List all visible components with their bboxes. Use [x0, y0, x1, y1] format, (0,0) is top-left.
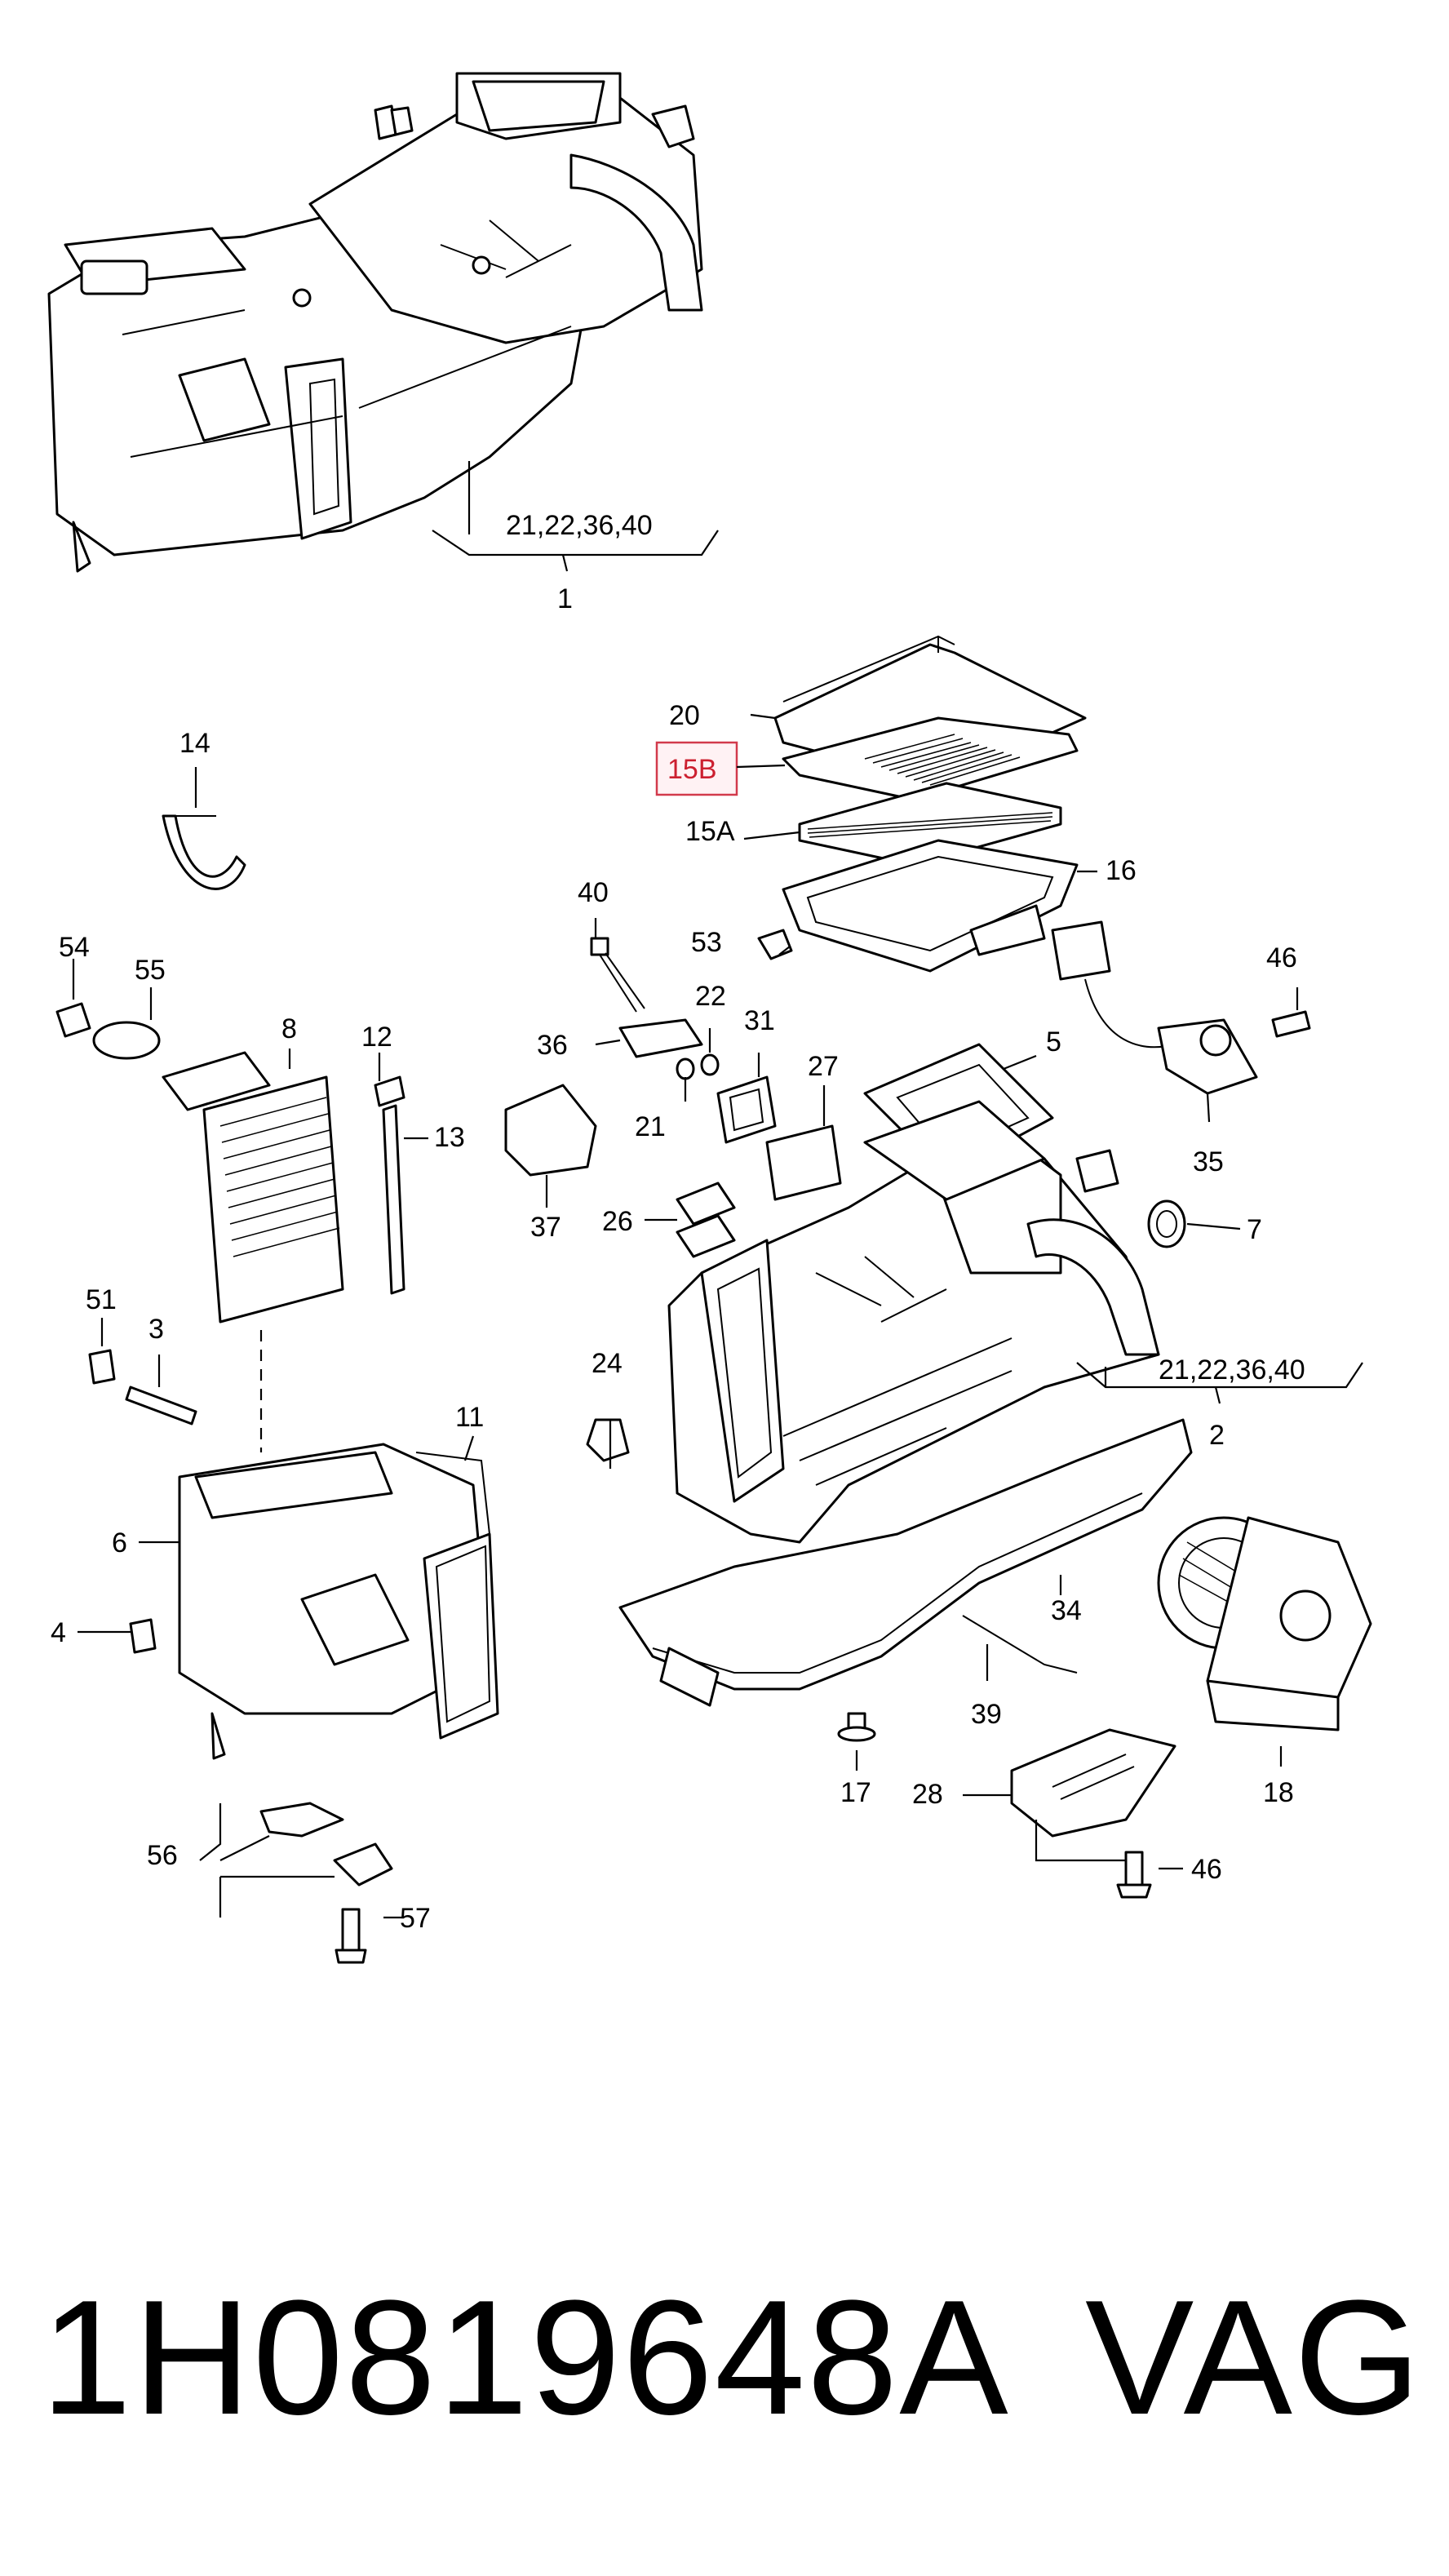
switch-36 — [618, 1018, 703, 1058]
callout-20: 20 — [669, 700, 700, 731]
callout-1-members: 21,22,36,40 — [506, 510, 653, 541]
highlight-box-15b — [655, 741, 738, 796]
grommet-7 — [1147, 1199, 1186, 1248]
blower-motor-18 — [1157, 1516, 1372, 1731]
callout-46-top: 46 — [1266, 942, 1297, 973]
callout-22: 22 — [695, 981, 726, 1012]
callout-14: 14 — [179, 728, 210, 759]
callout-11: 11 — [455, 1402, 484, 1433]
part-number: 1H0819648A — [41, 2267, 1010, 2449]
callout-26: 26 — [602, 1206, 633, 1237]
seal-11 — [415, 1452, 490, 1535]
callout-55: 55 — [135, 955, 166, 986]
callout-1: 1 — [557, 583, 573, 614]
callout-2: 2 — [1209, 1420, 1225, 1451]
callout-54: 54 — [59, 932, 90, 963]
callout-5: 5 — [1046, 1026, 1061, 1057]
callout-2-group: 21,22,36,40 2 — [1076, 1355, 1363, 1451]
screw-54-55 — [55, 1002, 161, 1060]
bolt-40 — [590, 937, 645, 1013]
lower-duct-34 — [618, 1418, 1193, 1707]
nut-51-screw-3 — [88, 1349, 197, 1425]
callout-37: 37 — [530, 1212, 561, 1243]
parts-diagram: 21,22,36,40 1 — [47, 72, 1372, 1964]
flap-27 — [765, 1124, 842, 1201]
callout-12: 12 — [361, 1022, 392, 1053]
callout-6: 6 — [112, 1527, 127, 1558]
callout-21: 21 — [635, 1111, 666, 1142]
callout-15b: 15B — [667, 754, 717, 785]
callout-40: 40 — [578, 877, 609, 908]
leader-lines — [72, 713, 1299, 1919]
callout-3: 3 — [148, 1314, 164, 1345]
heater-housing-6 — [129, 1443, 499, 1760]
callout-8: 8 — [281, 1013, 297, 1044]
heater-core-8 — [162, 1051, 344, 1323]
callout-1-group: 21,22,36,40 1 — [432, 461, 719, 614]
callout-17: 17 — [840, 1777, 871, 1808]
callout-18: 18 — [1263, 1777, 1294, 1808]
callout-35: 35 — [1193, 1146, 1224, 1177]
control-unit-28 — [1010, 1728, 1176, 1838]
callout-51: 51 — [86, 1284, 117, 1315]
callout-7: 7 — [1247, 1214, 1262, 1245]
orings-21-22 — [676, 1053, 720, 1080]
callout-13: 13 — [434, 1122, 465, 1153]
callout-labels: 20 15B 15A 16 53 5 7 35 46 34 39 17 18 2… — [51, 700, 1297, 1934]
filter-housing-16 — [782, 839, 1079, 973]
filter-element-15a — [798, 782, 1062, 867]
callout-24: 24 — [592, 1348, 623, 1379]
clamp-56-57 — [259, 1802, 393, 1964]
callout-31: 31 — [744, 1005, 775, 1036]
cable-39 — [962, 1615, 1078, 1674]
callout-36: 36 — [537, 1030, 568, 1061]
callout-56: 56 — [147, 1840, 178, 1871]
wiring-harness-35 — [1051, 920, 1258, 1095]
callout-39: 39 — [971, 1699, 1002, 1730]
callout-15a: 15A — [685, 816, 735, 847]
clip-14 — [162, 814, 246, 890]
callout-53: 53 — [691, 927, 722, 958]
callout-2-members: 21,22,36,40 — [1159, 1355, 1305, 1386]
heater-housing-assembly-1 — [47, 72, 703, 573]
pollen-filter-15b — [782, 716, 1079, 801]
seal-strip-13 — [374, 1075, 405, 1295]
gasket-31 — [716, 1075, 777, 1144]
brand-name: VAG — [1085, 2267, 1423, 2449]
callout-57: 57 — [400, 1903, 431, 1934]
callout-34: 34 — [1051, 1595, 1082, 1626]
callout-28: 28 — [912, 1779, 943, 1810]
callout-46-bottom: 46 — [1191, 1854, 1222, 1885]
callout-27: 27 — [808, 1051, 839, 1082]
seal-frame-5 — [863, 1043, 1054, 1201]
callout-4: 4 — [51, 1617, 66, 1648]
cover-37 — [504, 1084, 597, 1177]
cups-26 — [676, 1182, 736, 1258]
callout-16: 16 — [1106, 855, 1137, 886]
evaporator-housing-2 — [667, 1149, 1160, 1544]
